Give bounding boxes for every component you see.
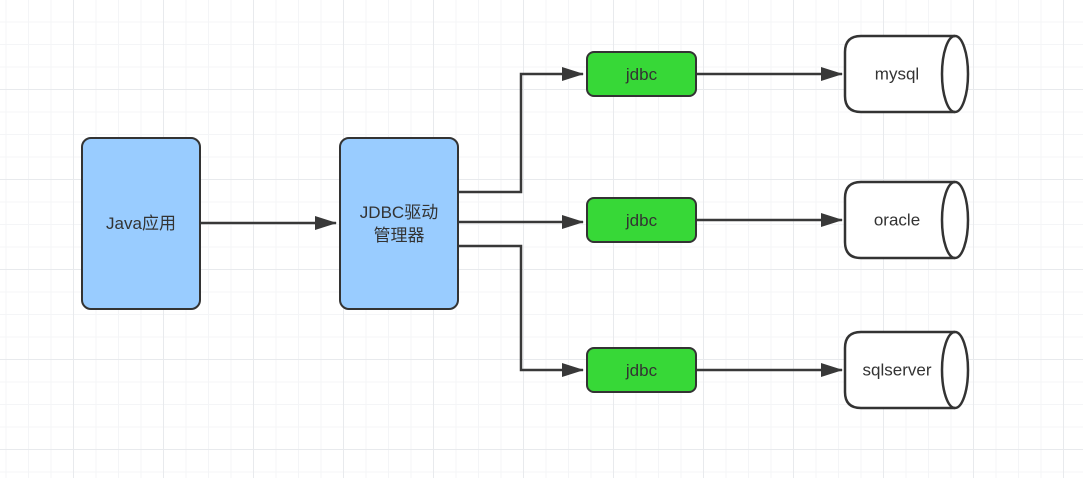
edge-drivermanager-to-jdbc-top[interactable]	[459, 67, 584, 194]
node-jdbc-driver-mid[interactable]: jdbc	[586, 197, 697, 243]
cylinder-end-cap	[940, 34, 956, 114]
cylinder-shape	[843, 330, 970, 410]
cylinder-shape	[843, 180, 970, 260]
java-app-label: Java应用	[106, 214, 176, 233]
node-jdbc-driver-manager[interactable]: JDBC驱动 管理器	[339, 137, 459, 310]
cylinder-shape	[843, 34, 970, 114]
edge-drivermanager-to-jdbc-bottom[interactable]	[459, 244, 584, 377]
db-sqlserver-label: sqlserver	[863, 361, 932, 380]
node-java-app[interactable]: Java应用	[81, 137, 201, 310]
node-db-sqlserver[interactable]: sqlserver	[843, 330, 970, 410]
jdbc-top-label: jdbc	[625, 64, 658, 84]
node-db-mysql[interactable]: mysql	[843, 34, 970, 114]
node-jdbc-driver-bottom[interactable]: jdbc	[586, 347, 697, 393]
db-mysql-label: mysql	[875, 65, 919, 84]
jdbc-mid-label: jdbc	[625, 210, 658, 230]
db-oracle-label: oracle	[874, 211, 920, 230]
driver-manager-label-line1: JDBC驱动	[359, 202, 439, 222]
cylinder-end-cap	[940, 330, 956, 410]
cylinder-end-cap	[940, 180, 956, 260]
jdbc-bottom-label: jdbc	[625, 360, 658, 380]
node-db-oracle[interactable]: oracle	[843, 180, 970, 260]
node-jdbc-driver-top[interactable]: jdbc	[586, 51, 697, 97]
driver-manager-label-line2: 管理器	[373, 225, 425, 245]
